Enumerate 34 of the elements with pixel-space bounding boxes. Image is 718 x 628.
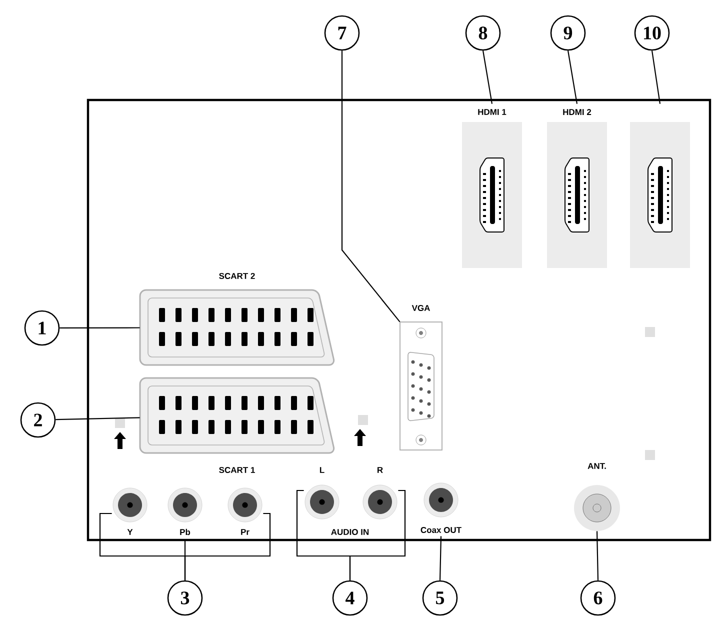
leader-line	[651, 50, 661, 104]
leader-line	[341, 50, 400, 322]
callout-number: 1	[24, 310, 60, 346]
callout-number: 2	[20, 402, 56, 438]
leader-line	[184, 512, 271, 580]
port-label: ANT.	[588, 463, 606, 469]
leader-line	[349, 490, 406, 580]
callout-number: 8	[465, 15, 501, 51]
callout-number: 6	[580, 580, 616, 616]
port-label: SCART 1	[219, 467, 255, 473]
port-label: HDMI 2	[563, 109, 592, 115]
port-label: R	[378, 467, 383, 473]
leader-line	[567, 50, 578, 104]
port-label: HDMI 1	[478, 109, 506, 115]
port-label: Pr	[241, 529, 250, 535]
port-label: Coax OUT	[420, 527, 462, 533]
port-label: VGA	[412, 305, 430, 311]
callout-number: 7	[324, 15, 360, 51]
port-label: SCART 2	[219, 273, 255, 279]
callout-number: 4	[332, 580, 368, 616]
callout-number: 5	[422, 580, 458, 616]
hdmi-port	[630, 122, 690, 268]
leader-line	[482, 50, 493, 104]
callout-number: 10	[634, 15, 670, 51]
port-label: L	[320, 467, 324, 473]
port-label: AUDIO IN	[331, 529, 369, 535]
leader-line	[60, 327, 140, 328]
port-label: Pb	[180, 528, 190, 536]
leader-line	[56, 417, 140, 420]
callout-number: 3	[167, 580, 203, 616]
port-label: Y	[127, 529, 133, 535]
leader-line	[596, 531, 599, 580]
callout-number: 9	[550, 15, 586, 51]
leader-line	[439, 536, 442, 580]
